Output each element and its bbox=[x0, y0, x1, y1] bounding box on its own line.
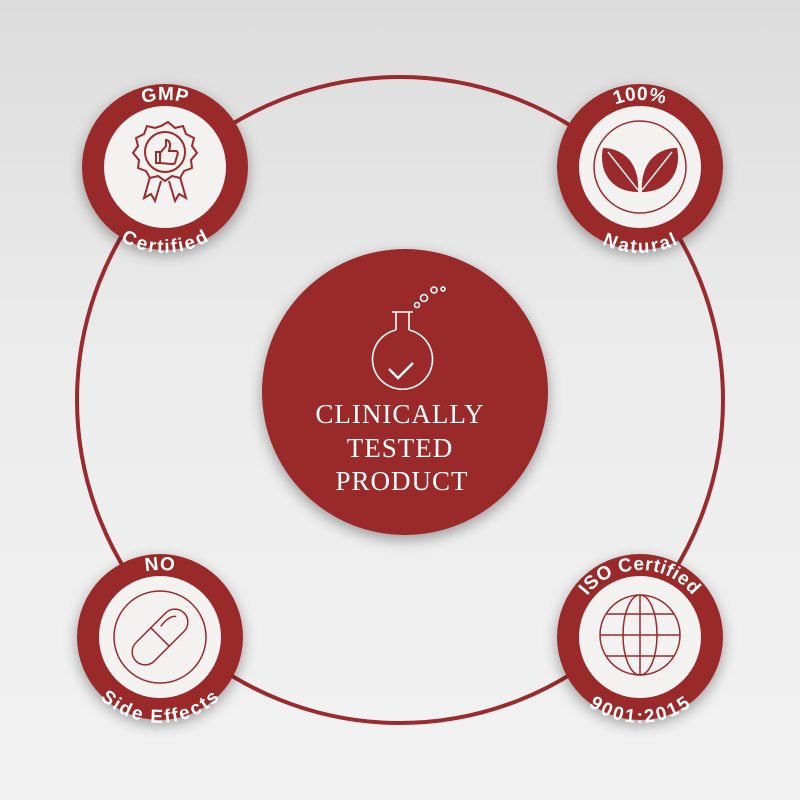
gmp-badge-top-label: GMP bbox=[139, 84, 190, 108]
iso-certified-badge: ISO Certified 9001:2015 bbox=[557, 554, 723, 728]
natural-badge: 100% Natural bbox=[557, 84, 723, 258]
flask-check-icon bbox=[371, 286, 446, 391]
gmp-certified-badge: GMP Certified bbox=[82, 84, 248, 258]
connector-ring bbox=[75, 75, 725, 725]
center-title-line-3: PRODUCT bbox=[335, 466, 468, 496]
center-title-line-1: CLINICALLY bbox=[315, 399, 484, 429]
center-title-line-2: TESTED bbox=[347, 433, 454, 463]
leaves-icon bbox=[593, 120, 687, 214]
center-badge: CLINICALLY TESTED PRODUCT bbox=[262, 249, 548, 535]
no-side-effects-badge: NO Side Effects bbox=[77, 554, 243, 728]
globe-icon bbox=[599, 594, 681, 676]
capsule-icon bbox=[113, 590, 207, 684]
award-rosette-thumbs-up-icon bbox=[131, 120, 199, 204]
